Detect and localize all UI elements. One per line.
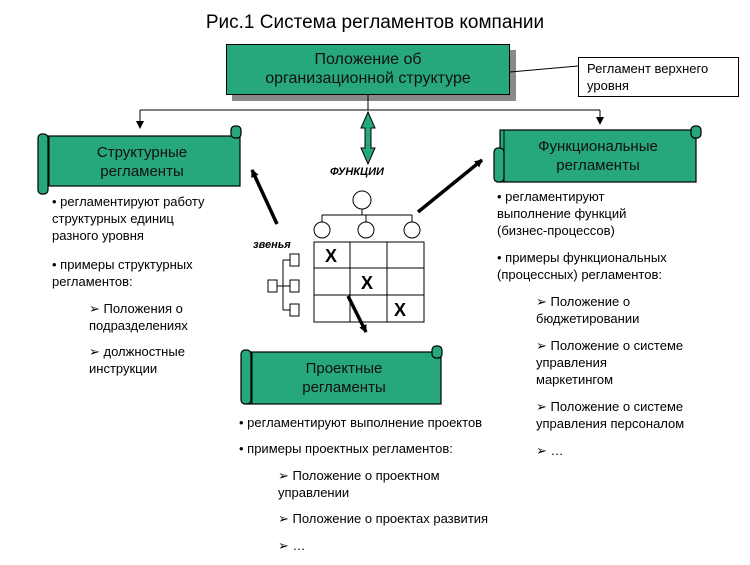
functional-sub-4: ➢ … xyxy=(536,443,564,458)
functional-bullet-2: • примеры функциональных (процессных) ре… xyxy=(497,250,667,282)
structural-sub-2: ➢ должностные инструкции xyxy=(89,344,185,376)
double-arrow xyxy=(360,110,376,166)
project-scroll xyxy=(240,345,443,405)
project-sub-1: ➢ Положение о проектном управлении xyxy=(278,468,440,500)
top-level-callout: Регламент верхнего уровня xyxy=(578,57,739,97)
project-sub-3: ➢ … xyxy=(278,538,306,553)
callout-line1: Регламент верхнего xyxy=(587,61,709,76)
org-structure-line2: организационной структуре xyxy=(265,70,471,87)
org-structure-line1: Положение об xyxy=(314,51,422,68)
functional-sub-3: ➢ Положение о системе управления персона… xyxy=(536,399,685,431)
callout-pointer-line xyxy=(509,65,579,73)
units-label: звенья xyxy=(253,239,291,251)
project-bullet-1: • регламентируют выполнение проектов xyxy=(239,415,483,430)
arrow-to-functional xyxy=(416,158,484,214)
project-label: Проектные регламенты xyxy=(247,359,441,397)
functional-sub-2: ➢ Положение о системе управления маркети… xyxy=(536,338,684,387)
structural-label: Структурные регламенты xyxy=(44,143,240,181)
structural-bullet-1: • регламентируют работу структурных един… xyxy=(52,194,205,243)
top-connectors xyxy=(136,95,604,129)
project-label-line1: Проектные xyxy=(305,360,383,377)
project-bullet-2: • примеры проектных регламентов: xyxy=(239,441,453,456)
project-sub-2: ➢ Положение о проектах развития xyxy=(278,511,489,526)
functional-sub-1: ➢ Положение о бюджетировании xyxy=(536,294,640,326)
structural-sub-1: ➢ Положения о подразделениях xyxy=(89,301,188,333)
structural-scroll xyxy=(37,125,242,195)
units-tree xyxy=(267,253,300,317)
function-unit-grid xyxy=(313,241,425,323)
functions-label: ФУНКЦИИ xyxy=(330,166,384,178)
functional-label-line2: регламенты xyxy=(556,157,640,174)
org-structure-box: Положение об организационной структуре xyxy=(226,44,510,95)
diagram-title: Рис.1 Система регламентов компании xyxy=(205,12,545,33)
arrow-to-structural xyxy=(250,169,279,225)
callout-line2: уровня xyxy=(587,78,629,93)
arrow-to-project xyxy=(346,295,368,333)
functional-scroll xyxy=(493,125,702,183)
structural-label-line2: регламенты xyxy=(100,163,184,180)
project-label-line2: регламенты xyxy=(302,379,386,396)
structural-bullet-2: • примеры структурных регламентов: xyxy=(52,257,193,289)
functional-bullet-1: • регламентируют выполнение функций (биз… xyxy=(497,189,627,238)
grid-x-mark: X xyxy=(325,246,338,266)
structural-label-line1: Структурные xyxy=(96,144,188,161)
function-tree xyxy=(313,190,421,239)
functional-label: Функциональные регламенты xyxy=(500,137,696,175)
functional-label-line1: Функциональные xyxy=(538,138,658,155)
grid-x-mark: X xyxy=(394,300,407,320)
grid-x-mark: X xyxy=(361,273,374,293)
